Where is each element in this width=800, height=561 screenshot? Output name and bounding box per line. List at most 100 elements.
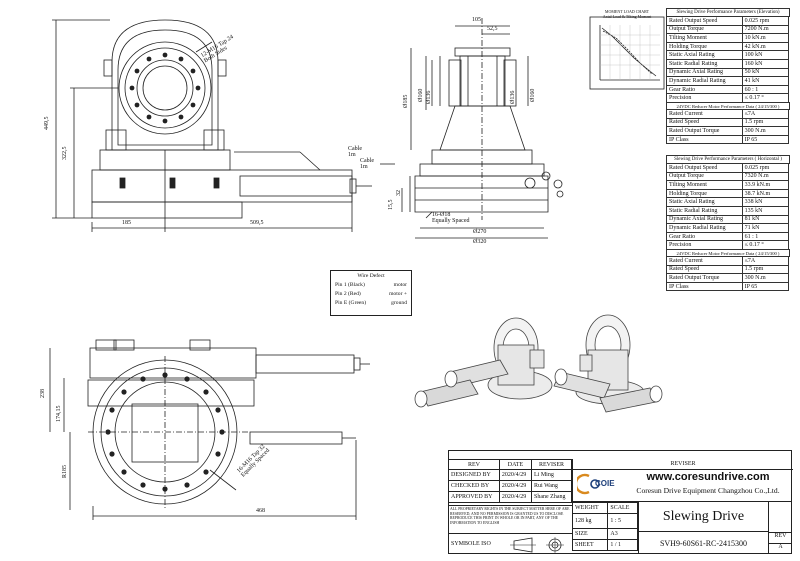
param-name: Rated Output Speed (666, 163, 743, 173)
param-name: Dynamic Axial Rating (666, 67, 743, 78)
param-name: Tilting Moment (666, 33, 743, 43)
dim-32: 32 (396, 190, 402, 196)
param-name: Rated Output Speed (666, 16, 743, 26)
param-value: ≤ 0.17 ° (741, 240, 790, 250)
param-value: IP 65 (741, 134, 790, 145)
param-row: Precision≤ 0.17 ° (666, 240, 790, 250)
param-value: IP 65 (741, 281, 790, 292)
param-value: 42 kN.m (741, 41, 790, 52)
projection-symbol-icon (510, 537, 564, 553)
param-name: Static Axial Rating (666, 197, 743, 207)
col-reviser: REVISER (531, 459, 572, 470)
param-name: Holding Torque (666, 41, 743, 52)
param-name: Rated Output Torque (666, 126, 743, 136)
perf-elevation-title: Slewing Drive Performance Parameters (El… (666, 8, 790, 17)
perf-horizontal-title: Slewing Drive Performance Parameters ( H… (666, 155, 790, 164)
company-cell: COIE www.coresundrive.com Coresun Drive … (572, 469, 792, 502)
param-name: Rated Current (666, 256, 743, 266)
moment-load-chart (589, 16, 665, 90)
wire-defect-box: Wire Defect Pin 1 (Black)motor Pin 2 (Re… (330, 270, 412, 316)
size-label: SIZE (571, 528, 609, 540)
param-row: Rated Current≤7A (666, 256, 790, 266)
symbol-iso-cell: SYMBOLE ISO (448, 533, 572, 555)
rev-cell: REV A (768, 502, 792, 554)
dim-160-a: Ø160 (418, 88, 424, 102)
part-number: SVH9-60S61-RC-2415300 (638, 532, 768, 554)
perf-horizontal-motor-title: 24VDC Reducer Motor Performance Data ( 2… (666, 249, 790, 257)
param-value: 7320 N.m (741, 171, 790, 182)
dim-105: 105 (472, 17, 481, 23)
dim-320: Ø320 (473, 239, 487, 245)
checked-name: Rui Wang (531, 480, 572, 492)
scale-label: SCALE (607, 502, 638, 514)
side-holes-label: 16-Ø18 Equally Spaced (432, 212, 470, 224)
dim-136-a: Ø136 (426, 90, 432, 104)
pin2-fn: motor + (389, 291, 407, 297)
symbol-iso-label: SYMBOLE ISO (451, 541, 491, 547)
rev-value: A (769, 543, 792, 550)
dim-449: 449,5 (44, 116, 50, 131)
front-view (52, 19, 372, 232)
param-name: IP Class (666, 281, 743, 292)
param-name: Gear Ratio (666, 84, 743, 95)
param-name: Dynamic Axial Rating (666, 214, 743, 225)
designed-name: Li Ming (531, 469, 572, 481)
dim-322: 322,5 (62, 146, 68, 161)
company-logo: COIE (574, 473, 623, 495)
weight-value: 128 kg (571, 513, 609, 529)
param-name: IP Class (666, 134, 743, 145)
dim-185-side: Ø185 (403, 94, 409, 108)
approved-by-label: APPROVED BY (448, 491, 500, 503)
param-value: 135 kN (741, 205, 790, 216)
param-value: 60 : 1 (741, 84, 790, 95)
param-value: 0.025 rpm (741, 163, 790, 173)
approved-date: 2020/4/29 (498, 491, 533, 503)
param-name: Rated Speed (666, 264, 743, 275)
scale-value: 1 : 5 (607, 513, 638, 529)
param-value: 100 kN (741, 50, 790, 60)
iso-render-left (414, 317, 553, 408)
moment-chart-title: MOMENT LOAD CHART Axial Load & Tilting M… (602, 9, 652, 19)
side-view (380, 18, 564, 239)
pin2-label: Pin 2 (Red) (335, 291, 361, 297)
param-name: Tilting Moment (666, 180, 743, 190)
product-title: Slewing Drive (638, 502, 768, 532)
dim-185-left: 185 (122, 220, 131, 226)
param-name: Static Radial Rating (666, 205, 743, 216)
param-name: Rated Current (666, 109, 743, 119)
company-website[interactable]: www.coresundrive.com (646, 471, 770, 483)
checked-by-label: CHECKED BY (448, 480, 500, 492)
param-value: 1.5 rpm (741, 264, 790, 275)
pinE-fn: ground (391, 300, 407, 306)
wire-defect-title: Wire Defect (357, 273, 385, 279)
dim-468: 468 (256, 508, 265, 514)
dim-160-b: Ø160 (530, 88, 536, 102)
proprietary-notice: ALL PROPRIETARY RIGHTS IN THE SUBJECT MA… (448, 505, 572, 533)
rev-label: REV (769, 532, 792, 539)
dim-r185: R185 (62, 464, 68, 478)
param-value: 0.025 rpm (741, 16, 790, 26)
param-value: 300 N.m (741, 126, 790, 136)
param-value: 338 kN (741, 197, 790, 207)
param-value: 71 kN (741, 223, 790, 233)
param-value: 160 kN (741, 58, 790, 69)
designed-by-label: DESIGNED BY (448, 469, 500, 481)
bottom-view (49, 339, 370, 520)
